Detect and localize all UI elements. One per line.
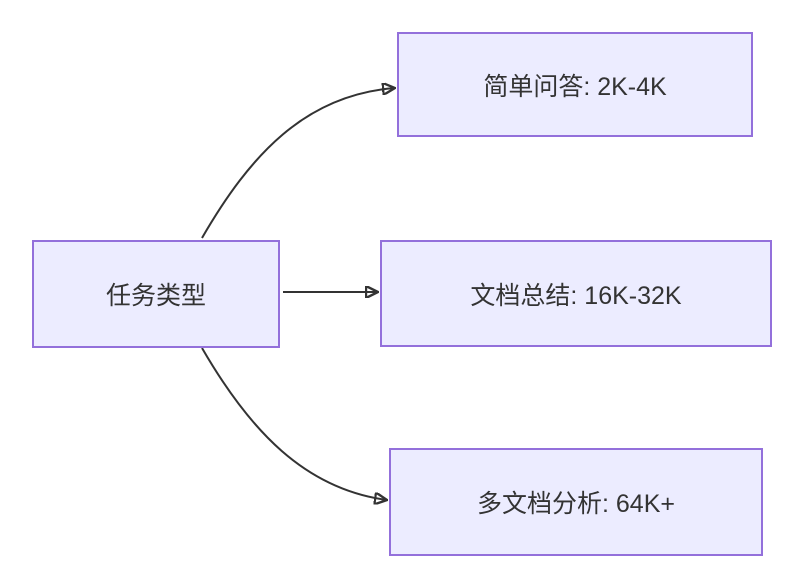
edge-root-to-simple-qa [201, 88, 395, 239]
node-multi-doc-analysis-label: 多文档分析: 64K+ [477, 490, 675, 518]
node-doc-summary: 文档总结: 16K-32K [380, 240, 772, 347]
node-multi-doc-analysis: 多文档分析: 64K+ [389, 448, 763, 556]
node-simple-qa-label: 简单问答: 2K-4K [483, 72, 667, 101]
node-task-type-label: 任务类型 [105, 282, 206, 310]
node-task-type: 任务类型 [32, 240, 280, 348]
node-doc-summary-label: 文档总结: 16K-32K [470, 281, 682, 310]
edge-root-to-multi-doc [201, 347, 387, 500]
node-simple-qa: 简单问答: 2K-4K [397, 32, 753, 137]
